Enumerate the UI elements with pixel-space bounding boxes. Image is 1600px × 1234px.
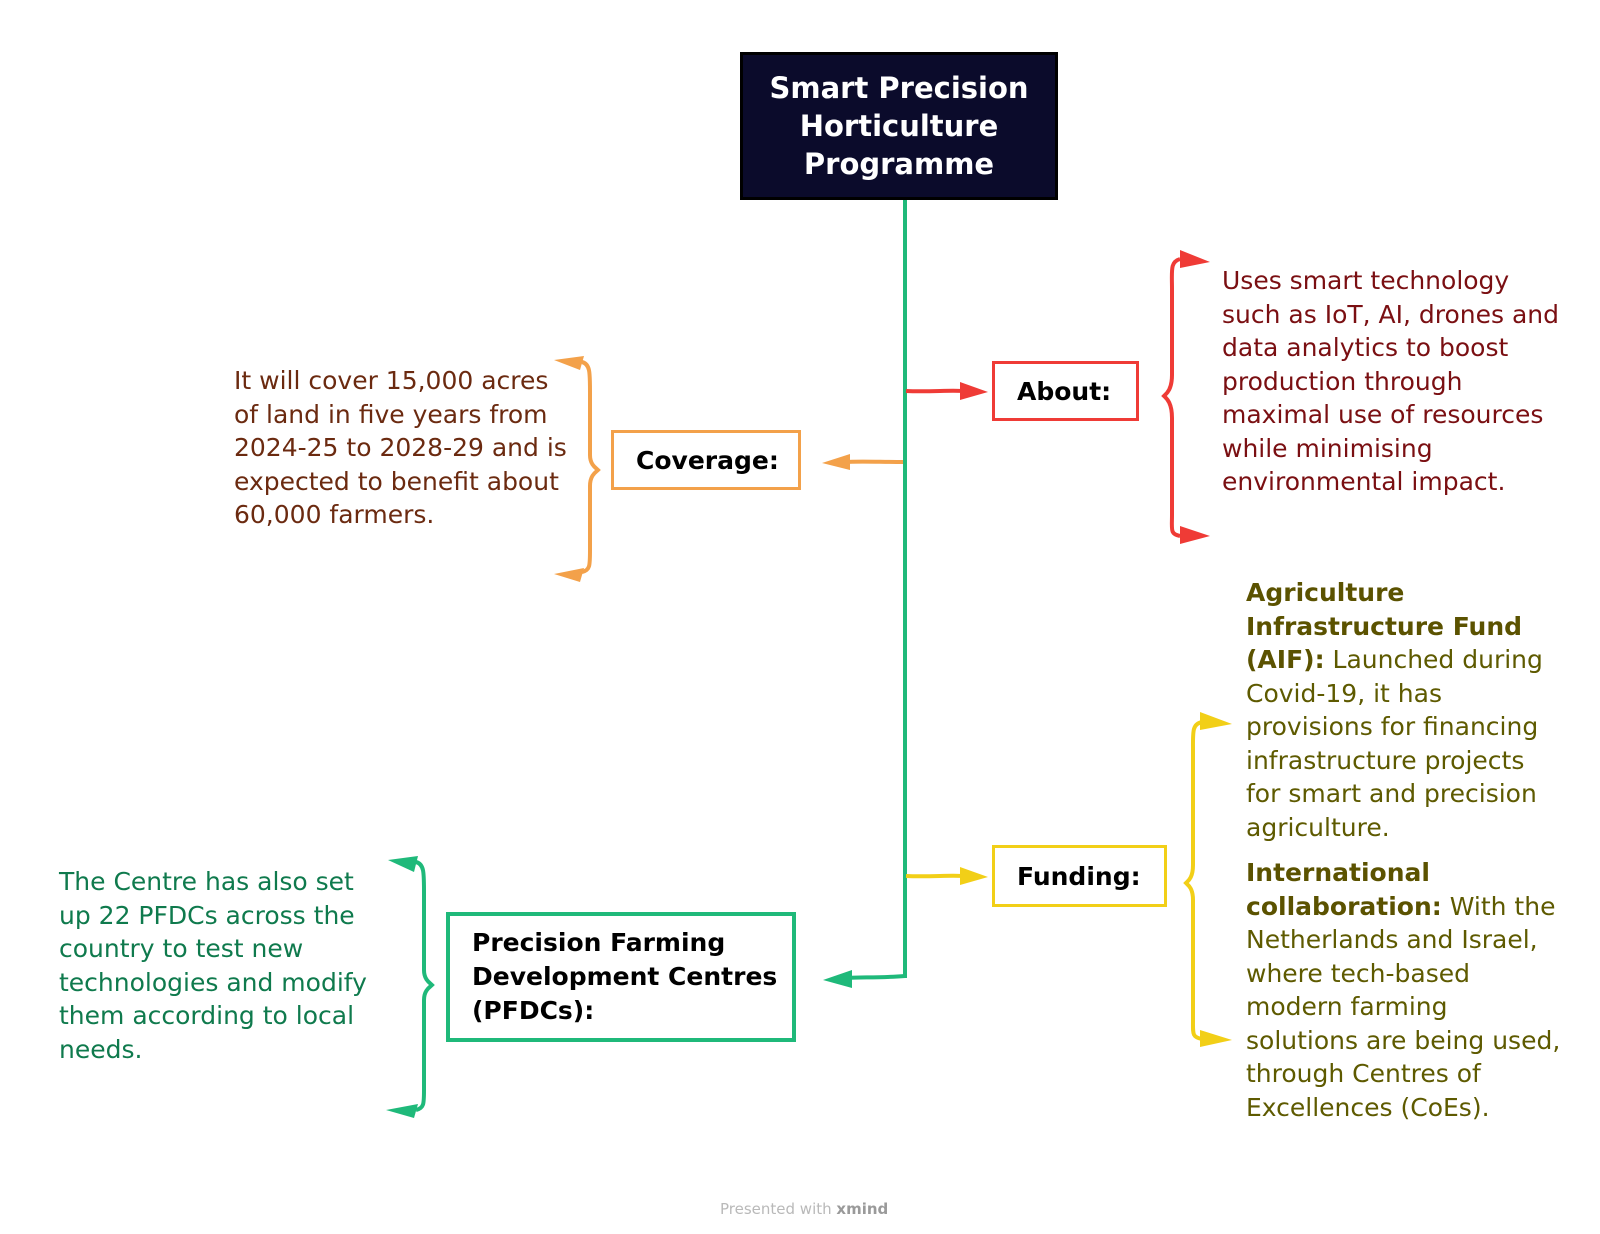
funding-label: Funding:: [1017, 861, 1141, 891]
pfdc-label-line: Development Centres: [472, 962, 778, 991]
central-title-line: Horticulture: [799, 109, 999, 143]
pfdc-brace: [415, 860, 435, 1112]
funding-item-title: International collaboration:: [1246, 858, 1442, 921]
funding-topic[interactable]: Funding:: [992, 845, 1172, 912]
pfdc-topic[interactable]: Precision Farming Development Centres (P…: [446, 912, 800, 1046]
footer-brand: xmind: [836, 1200, 889, 1218]
funding-brace: [1183, 720, 1203, 1041]
funding-brace-tip-top: [1200, 712, 1232, 730]
coverage-brace-tip-top: [554, 356, 584, 370]
pfdc-note: The Centre has also set up 22 PFDCs acro…: [59, 867, 367, 1064]
pfdc-brace-tip-bottom: [386, 1104, 418, 1118]
central-title-line: Programme: [803, 147, 995, 181]
funding-item-text: With the Netherlands and Israel, where t…: [1246, 891, 1561, 1122]
funding-item-text: Launched during Covid-19, it has provisi…: [1246, 645, 1543, 842]
pfdc-label-line: (PFDCs):: [472, 996, 595, 1025]
pfdc-label-line: Precision Farming: [472, 928, 726, 957]
pfdc-arrowhead: [823, 970, 852, 988]
coverage-brace-tip-bottom: [554, 568, 584, 582]
about-brace-tip-bottom: [1180, 526, 1210, 544]
funding-note: Agriculture Infrastructure Fund (AIF): L…: [1246, 576, 1566, 1136]
pfdc-brace-tip-top: [388, 856, 418, 872]
about-label: About:: [1017, 376, 1112, 406]
funding-item-title: Agriculture Infrastructure Fund (AIF):: [1246, 578, 1523, 674]
funding-item: International collaboration: With the Ne…: [1246, 856, 1566, 1124]
pfdc-connector: [847, 974, 906, 980]
coverage-arrowhead: [822, 454, 850, 470]
about-connector: [905, 388, 963, 394]
pfdc-label: Precision Farming Development Centres (P…: [472, 926, 777, 1028]
coverage-brace: [581, 360, 601, 574]
coverage-topic[interactable]: Coverage:: [611, 430, 806, 495]
footer-presented: Presented with: [720, 1200, 837, 1218]
coverage-label: Coverage:: [636, 445, 779, 475]
about-brace: [1161, 257, 1181, 538]
funding-brace-tip-bottom: [1200, 1030, 1232, 1047]
funding-item: Agriculture Infrastructure Fund (AIF): L…: [1246, 576, 1566, 844]
central-topic[interactable]: Smart Precision Horticulture Programme: [740, 52, 1064, 206]
funding-arrowhead: [960, 867, 988, 885]
coverage-note: It will cover 15,000 acres of land in fi…: [234, 366, 567, 529]
central-title-line: Smart Precision: [769, 71, 1029, 105]
about-arrowhead: [960, 382, 988, 400]
central-topic-text: Smart Precision Horticulture Programme: [769, 69, 1028, 183]
about-topic[interactable]: About:: [992, 361, 1144, 426]
footer-credit: Presented with xmind: [720, 1200, 888, 1218]
about-note: Uses smart technology such as IoT, AI, d…: [1222, 266, 1560, 496]
about-brace-tip-top: [1180, 250, 1210, 268]
funding-connector: [905, 873, 963, 879]
